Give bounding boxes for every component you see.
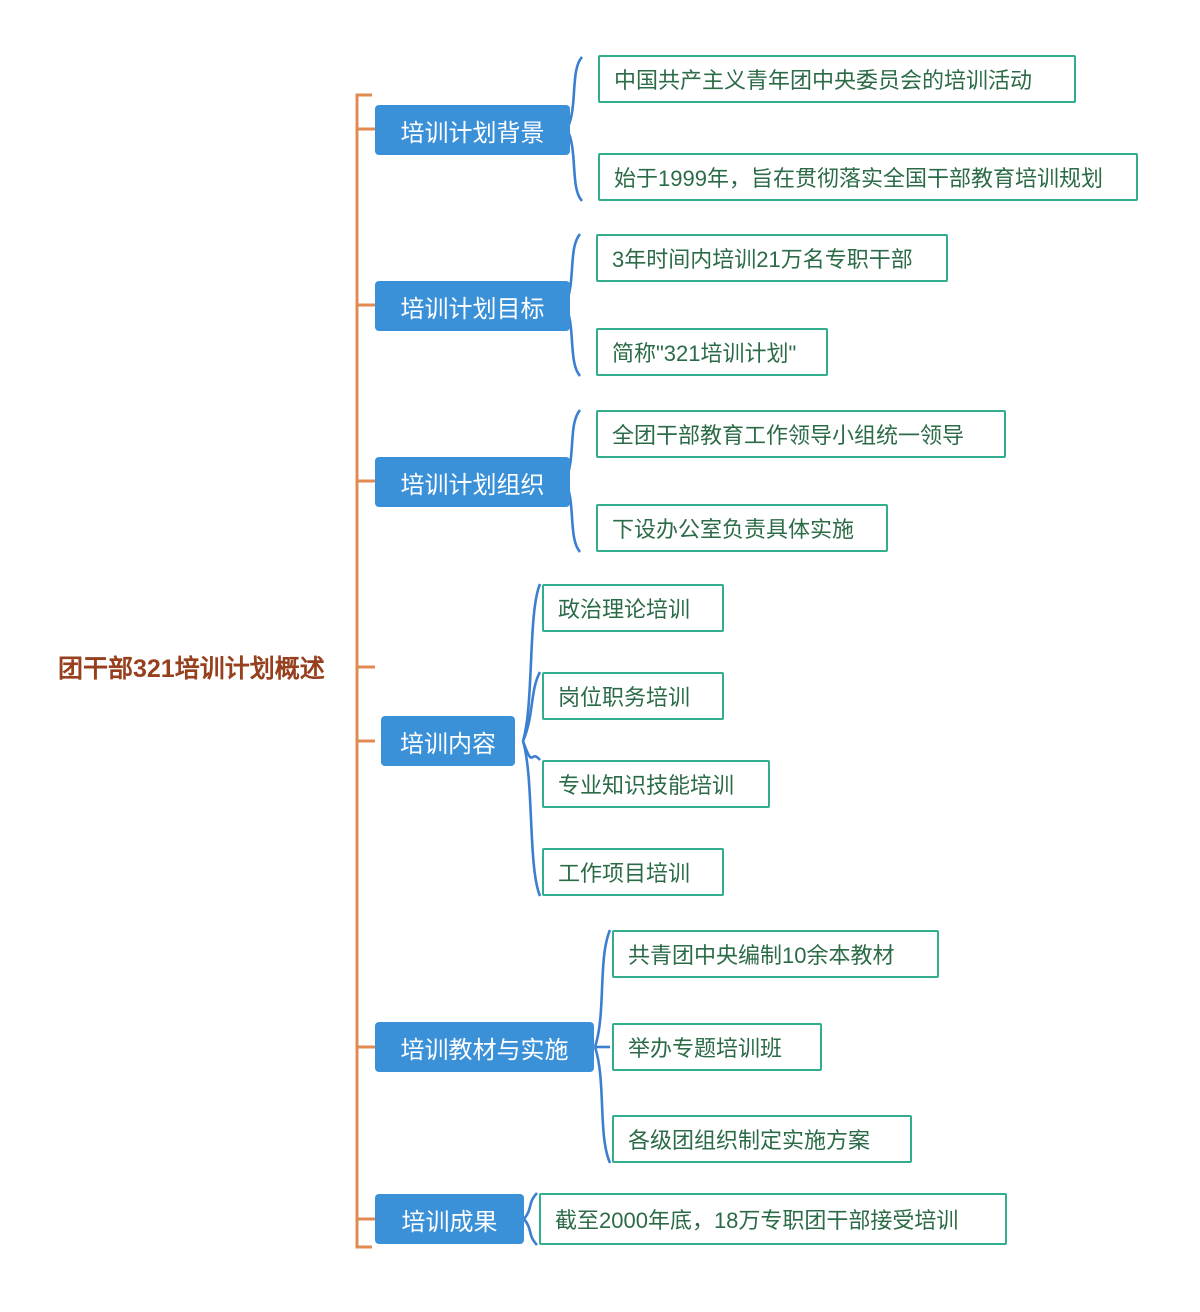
branch-node-2[interactable]: 培训计划目标 — [375, 281, 570, 331]
branch-stubs — [357, 127, 375, 1221]
leaf-node-4-3[interactable]: 专业知识技能培训 — [542, 760, 770, 808]
leaf-node-6-1[interactable]: 截至2000年底，18万专职团干部接受培训 — [539, 1193, 1007, 1245]
branch-node-4[interactable]: 培训内容 — [381, 716, 515, 766]
leaf-node-2-2[interactable]: 简称"321培训计划" — [596, 328, 828, 376]
leaf-node-4-1[interactable]: 政治理论培训 — [542, 584, 724, 632]
root-node[interactable]: 团干部321培训计划概述 — [58, 655, 325, 683]
branch-node-3[interactable]: 培训计划组织 — [375, 457, 570, 507]
brace-group-6 — [522, 1192, 538, 1246]
leaf-node-1-1[interactable]: 中国共产主义青年团中央委员会的培训活动 — [598, 55, 1076, 103]
leaf-node-4-2[interactable]: 岗位职务培训 — [542, 672, 724, 720]
leaf-node-3-1[interactable]: 全团干部教育工作领导小组统一领导 — [596, 410, 1006, 458]
leaf-node-5-2[interactable]: 举办专题培训班 — [612, 1023, 822, 1071]
branch-node-6[interactable]: 培训成果 — [375, 1194, 524, 1244]
leaf-node-5-1[interactable]: 共青团中央编制10余本教材 — [612, 930, 939, 978]
leaf-node-5-3[interactable]: 各级团组织制定实施方案 — [612, 1115, 912, 1163]
branch-node-1[interactable]: 培训计划背景 — [375, 105, 570, 155]
trunk-line — [355, 93, 372, 1249]
branch-node-5[interactable]: 培训教材与实施 — [375, 1022, 594, 1072]
brace-group-4 — [521, 583, 542, 897]
leaf-node-1-2[interactable]: 始于1999年，旨在贯彻落实全国干部教育培训规划 — [598, 153, 1138, 201]
leaf-node-2-1[interactable]: 3年时间内培训21万名专职干部 — [596, 234, 948, 282]
leaf-node-4-4[interactable]: 工作项目培训 — [542, 848, 724, 896]
brace-group-5 — [593, 929, 612, 1164]
leaf-node-3-2[interactable]: 下设办公室负责具体实施 — [596, 504, 888, 552]
